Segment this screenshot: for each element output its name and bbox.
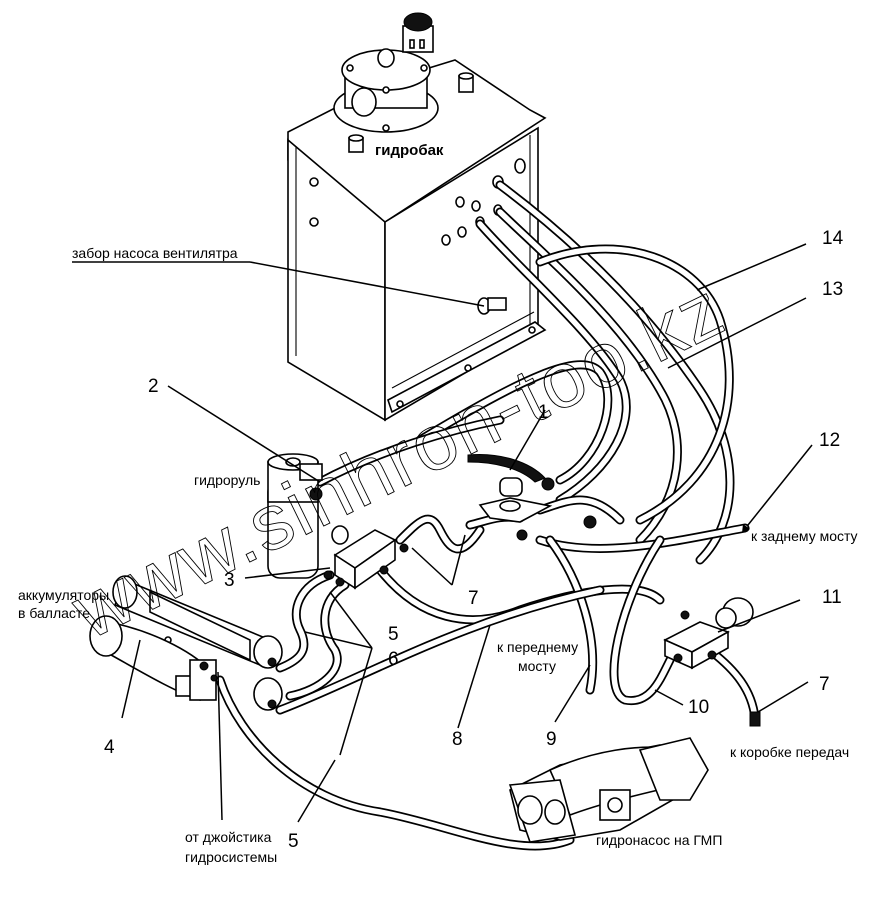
callout-8: 8	[452, 729, 463, 750]
front-axle-label-line2: мосту	[518, 658, 556, 674]
accumulators	[89, 575, 283, 711]
callout-9: 9	[546, 729, 557, 750]
callout-1: 1	[538, 402, 549, 423]
from-joystick-label-line2: гидросистемы	[185, 849, 277, 865]
steering-unit-label: гидроруль	[194, 472, 260, 488]
fan-pump-intake-label: забор насоса вентилятра	[72, 245, 238, 261]
leader-lines	[72, 243, 813, 823]
callout-5-upper: 5	[388, 624, 399, 645]
transmission-pump	[508, 737, 709, 843]
steering-unit	[267, 453, 323, 579]
tank-filter-housing	[333, 48, 439, 133]
callout-numbers: 1 2 3 4 5 6 5 7 7 8 9 10 11 12 13 14	[104, 228, 844, 852]
valve-block-11	[663, 597, 761, 727]
text-labels: гидробак забор насоса вентилятра гидрору…	[18, 142, 858, 865]
callout-14: 14	[822, 228, 844, 249]
callout-5-lower: 5	[288, 831, 299, 852]
callout-2: 2	[148, 376, 159, 397]
tank-label: гидробак	[375, 142, 444, 159]
hoses	[215, 180, 760, 851]
from-joystick-label-line1: от джойстика	[185, 829, 272, 845]
tank-top-bosses	[348, 72, 474, 153]
callout-13: 13	[822, 279, 843, 300]
breather-cap	[402, 12, 434, 53]
hydraulic-tank	[287, 12, 547, 422]
hose-7-gearbox	[707, 647, 760, 723]
accumulators-label-line1: аккумуляторы	[18, 587, 109, 603]
callout-11: 11	[822, 587, 842, 608]
accumulators-label-line2: в балласте	[18, 605, 90, 621]
rear-axle-label: к заднему мосту	[751, 528, 858, 544]
callout-12: 12	[819, 430, 840, 451]
transmission-pump-label: гидронасос на ГМП	[596, 832, 722, 848]
rear-axle-arrow-icon	[742, 524, 750, 533]
callout-10: 10	[688, 697, 709, 718]
callout-6: 6	[388, 649, 399, 670]
distribution-block-3	[323, 525, 409, 590]
callout-7-right: 7	[819, 674, 830, 695]
callout-4: 4	[104, 737, 115, 758]
callout-7-center: 7	[468, 588, 479, 609]
front-axle-label-line1: к переднему	[497, 639, 578, 655]
gearbox-label: к коробке передач	[730, 744, 849, 760]
callout-3: 3	[224, 570, 235, 591]
brake-pedal-valve	[467, 453, 597, 541]
